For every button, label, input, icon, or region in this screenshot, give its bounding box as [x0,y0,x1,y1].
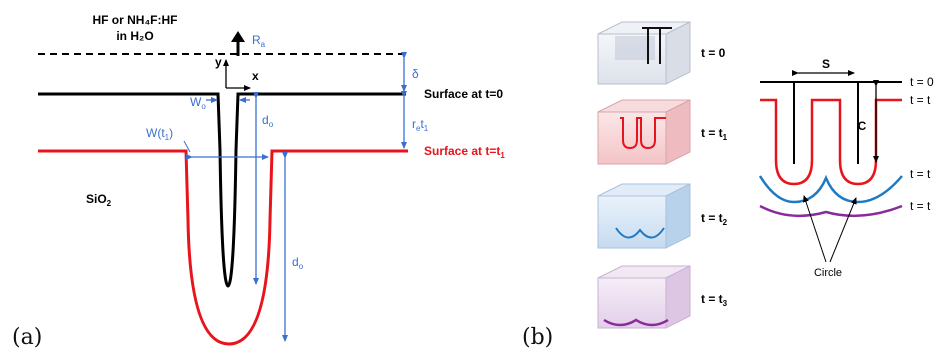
cross-section [758,70,903,263]
wt1-leader [183,140,191,153]
surface-t1-profile [38,149,408,346]
x-axis-label: x [252,69,259,83]
panel-b: (b) t = 0 t = t1 t = t2 [522,21,934,350]
w0-label: Wo [190,95,206,111]
block-t0 [597,21,691,85]
block-t2-label: t = t2 [701,211,728,227]
panel-b-label: (b) [522,325,553,350]
d0-label-upper: do [262,113,274,129]
delta-label: δ [412,67,419,81]
right-label-t2: t = t [910,167,931,181]
d0-label-lower: do [292,255,304,271]
etch-depth-label: ret1 [412,117,429,133]
panel-a-label: (a) [12,325,42,350]
block-t3-label: t = t3 [701,292,728,308]
block-t3 [597,265,691,329]
rate-label: Ra [252,33,266,49]
wt1-label: W(t1) [146,126,173,142]
surface-t0-label: Surface at t=0 [424,87,503,101]
y-axis-label: y [215,55,222,69]
panel-a: HF or NH₄F:HF in H₂O Ra y x δ ret1 Wo do… [12,13,505,350]
right-label-t0: t = 0 [910,75,934,89]
s-label: S [822,57,830,71]
c-label: C [858,119,867,133]
block-t0-label: t = 0 [701,46,726,60]
material-label: SiO2 [86,192,112,208]
right-label-t3: t = t [910,199,931,213]
rate-arrow-head [231,31,245,42]
block-t1 [597,99,691,165]
block-t2 [597,183,691,249]
block-t1-label: t = t1 [701,126,728,142]
surface-t0-profile [38,92,406,288]
surface-t1-label: Surface at t=t1 [424,144,505,160]
circle-label: Circle [814,267,842,279]
etchant-line-2: in H₂O [116,29,153,43]
right-label-t1: t = t [910,93,931,107]
etchant-line-1: HF or NH₄F:HF [92,13,177,27]
